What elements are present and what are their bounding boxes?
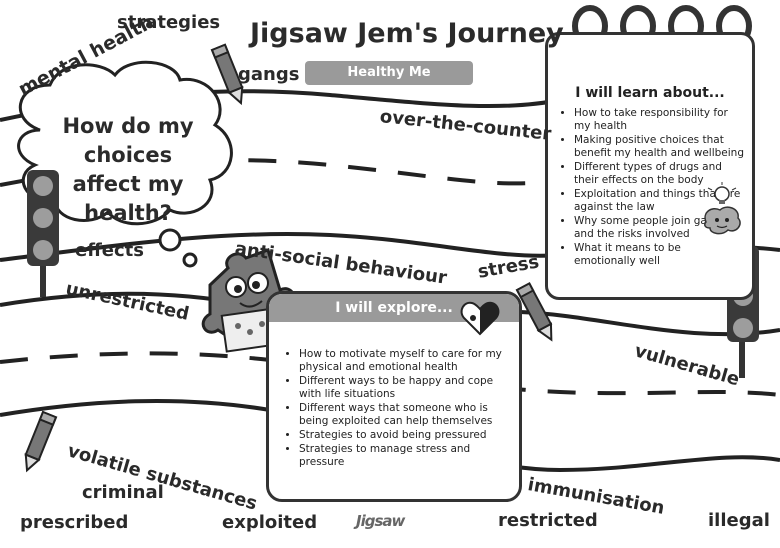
word-gangs: gangs — [238, 64, 300, 85]
list-item: Why some people join gangs and the risks… — [574, 215, 744, 241]
list-item: How to motivate myself to care for my ph… — [299, 348, 511, 374]
thought-cloud — [17, 60, 233, 268]
brain-icon — [704, 182, 741, 235]
jigsaw-logo: Jigsaw — [356, 512, 405, 530]
topic-tag: Healthy Me — [305, 61, 473, 85]
word-effects: effects — [75, 240, 144, 261]
list-item: Different types of drugs and their effec… — [574, 161, 744, 187]
word-criminal: criminal — [82, 482, 164, 503]
word-strategies: strategies — [117, 12, 221, 33]
list-item: How to take responsibility for my health — [574, 107, 744, 133]
word-restricted: restricted — [498, 510, 598, 531]
explore-list: How to motivate myself to care for my ph… — [269, 348, 519, 469]
pencil-icon — [515, 282, 553, 342]
pencil-icon — [210, 43, 244, 106]
learn-box: I will learn about... How to take respon… — [545, 32, 755, 300]
list-item: Strategies to avoid being pressured — [299, 429, 511, 442]
list-item: Strategies to manage stress and pressure — [299, 443, 511, 469]
learn-box-heading: I will learn about... — [575, 85, 725, 101]
list-item: Different ways that someone who is being… — [299, 402, 511, 428]
pencil-icon — [24, 410, 58, 473]
heart-puzzle-icon — [460, 301, 500, 336]
page-title: Jigsaw Jem's Journey — [250, 18, 564, 49]
word-exploited: exploited — [222, 512, 318, 533]
learn-list: How to take responsibility for my health… — [548, 107, 752, 268]
traffic-light-icon — [27, 170, 59, 297]
cloud-question: How do my choices affect my health? — [62, 114, 194, 225]
list-item: What it means to be emotionally well — [574, 242, 744, 268]
word-prescribed: prescribed — [20, 512, 129, 533]
list-item: Exploitation and things that are against… — [574, 188, 744, 214]
list-item: Making positive choices that benefit my … — [574, 134, 744, 160]
word-illegal: illegal — [708, 510, 770, 531]
lightbulb-icon — [707, 182, 737, 204]
list-item: Different ways to be happy and cope with… — [299, 375, 511, 401]
